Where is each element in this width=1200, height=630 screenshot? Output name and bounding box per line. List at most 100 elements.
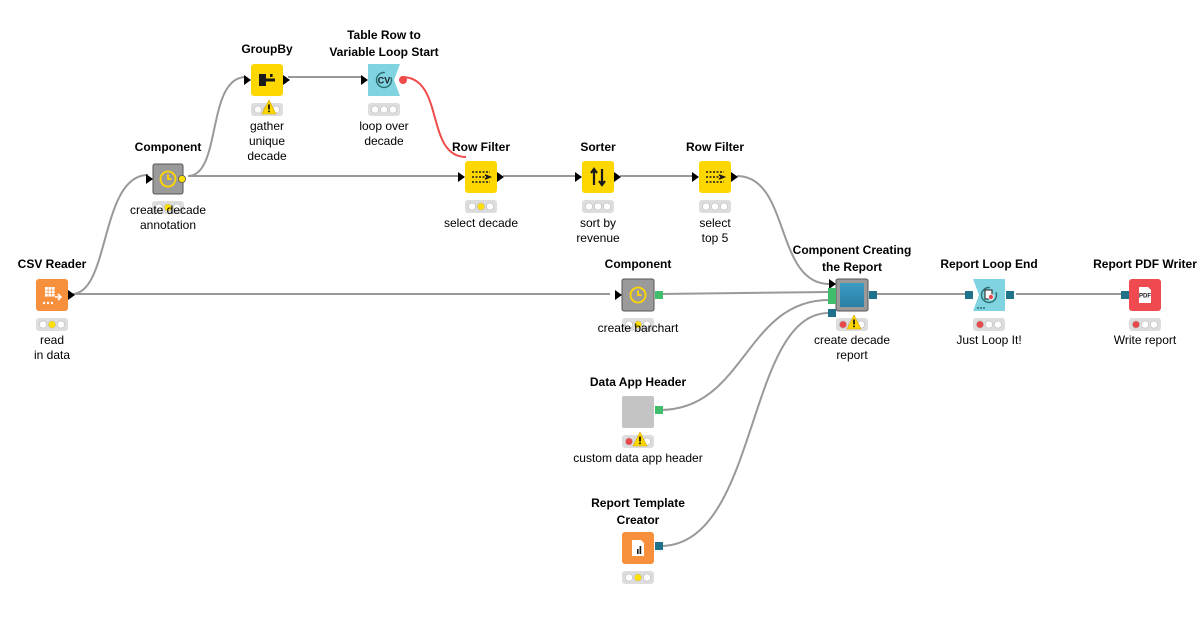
in-port-data[interactable] [244,75,251,85]
node-pdf-writer[interactable]: PDF [1121,279,1161,331]
node-title-line: GroupBy [241,42,293,56]
status-light-green [173,203,181,212]
in-port-data[interactable] [829,279,836,289]
out-port-data[interactable] [283,75,290,85]
out-port-data[interactable] [614,172,621,182]
node-annotation[interactable]: select decade [444,216,518,231]
node-groupby[interactable] [244,64,290,116]
node-title-line: Report Template [591,496,685,510]
node-body[interactable] [622,396,654,428]
node-title-line: Sorter [580,140,616,154]
out-port-view[interactable] [655,291,663,299]
node-title[interactable]: Sorter [580,139,615,156]
node-component-annotation[interactable] [146,163,186,214]
status-indicator [622,431,654,448]
in-port-data[interactable] [615,290,622,300]
node-loop-start[interactable]: CV [361,64,407,116]
out-port-table[interactable] [1006,291,1014,299]
node-annotation-line: unique [248,134,286,148]
node-component-report[interactable] [828,278,877,331]
in-port-data[interactable] [146,174,153,184]
node-annotation-line: top 5 [701,231,729,245]
out-port-view[interactable] [655,406,663,414]
node-annotation-line: annotation [139,218,197,232]
node-component-barchart[interactable] [615,278,663,331]
connection-component_barchart-to-component_report[interactable] [659,291,830,295]
node-title[interactable]: Data App Header [590,374,686,391]
node-annotation[interactable]: Write report [1114,333,1176,348]
node-annotation[interactable]: custom data app header [573,451,702,466]
status-light-green [486,202,494,211]
out-port-data[interactable] [731,172,738,182]
node-title[interactable]: Component [135,139,202,156]
in-port-data[interactable] [361,75,368,85]
out-port-data[interactable] [68,290,75,300]
in-port-data[interactable] [575,172,582,182]
node-sorter[interactable] [575,161,621,213]
connection-report_template-to-component_report[interactable] [659,312,830,547]
node-annotation-line: read [39,333,65,347]
connection-data_app_header-to-component_report[interactable] [659,299,830,411]
node-title[interactable]: Report PDF Writer [1093,256,1197,273]
in-port-data[interactable] [458,172,465,182]
out-port-table[interactable] [655,542,663,550]
status-light-red [468,202,476,211]
node-title[interactable]: GroupBy [241,41,292,58]
warning-icon [261,99,277,115]
connection-loop_start-to-row_filter_1[interactable] [401,76,467,158]
connection-row_filter_2-to-component_report[interactable] [736,175,830,285]
row-filter-icon [706,171,727,183]
in-port-data[interactable] [692,172,699,182]
node-annotation-line: loop over [359,119,409,133]
node-annotation-line: report [836,348,868,362]
in-port-view-1[interactable] [828,288,836,296]
node-title-line: Variable Loop Start [329,45,439,59]
warning-icon [632,431,648,447]
node-title-line: CSV Reader [17,257,87,271]
node-report-template[interactable] [622,532,663,584]
in-port-table[interactable] [1121,291,1129,299]
connection-csv_reader-to-component_annotation[interactable] [71,174,149,295]
status-indicator [973,318,1005,331]
in-port-table[interactable] [828,309,836,317]
node-title[interactable]: CSV Reader [18,256,87,273]
node-data-app-header[interactable] [622,396,663,448]
status-indicator [465,200,497,213]
connection-component_annotation-to-groupby[interactable] [187,76,247,177]
node-annotation[interactable]: create barchart [598,321,679,336]
node-row-filter-2[interactable] [692,161,738,213]
node-annotation-line: revenue [576,231,620,245]
node-title[interactable]: Row Filter [452,139,510,156]
node-annotation[interactable]: Just Loop It! [956,333,1021,348]
node-row-filter-1[interactable] [458,161,504,213]
node-report-loop-end[interactable] [965,279,1014,331]
out-port-data[interactable] [177,174,186,183]
node-title[interactable]: Row Filter [686,139,744,156]
node-title-line: Row Filter [451,140,511,154]
in-port-view-2[interactable] [828,296,836,304]
node-title[interactable]: Report Loop End [940,256,1037,273]
status-indicator [36,318,68,331]
node-body[interactable] [582,161,614,193]
node-annotation-line: decade [247,149,287,163]
out-port-table[interactable] [869,291,877,299]
out-port-data[interactable] [497,172,504,182]
clock-icon [629,286,647,304]
node-csv-reader[interactable] [36,279,75,331]
node-title-line: Report Loop End [940,257,1038,271]
node-title[interactable]: Component [605,256,672,273]
out-port-variable[interactable] [399,76,407,84]
status-light-red [585,202,593,211]
in-port-table[interactable] [965,291,973,299]
